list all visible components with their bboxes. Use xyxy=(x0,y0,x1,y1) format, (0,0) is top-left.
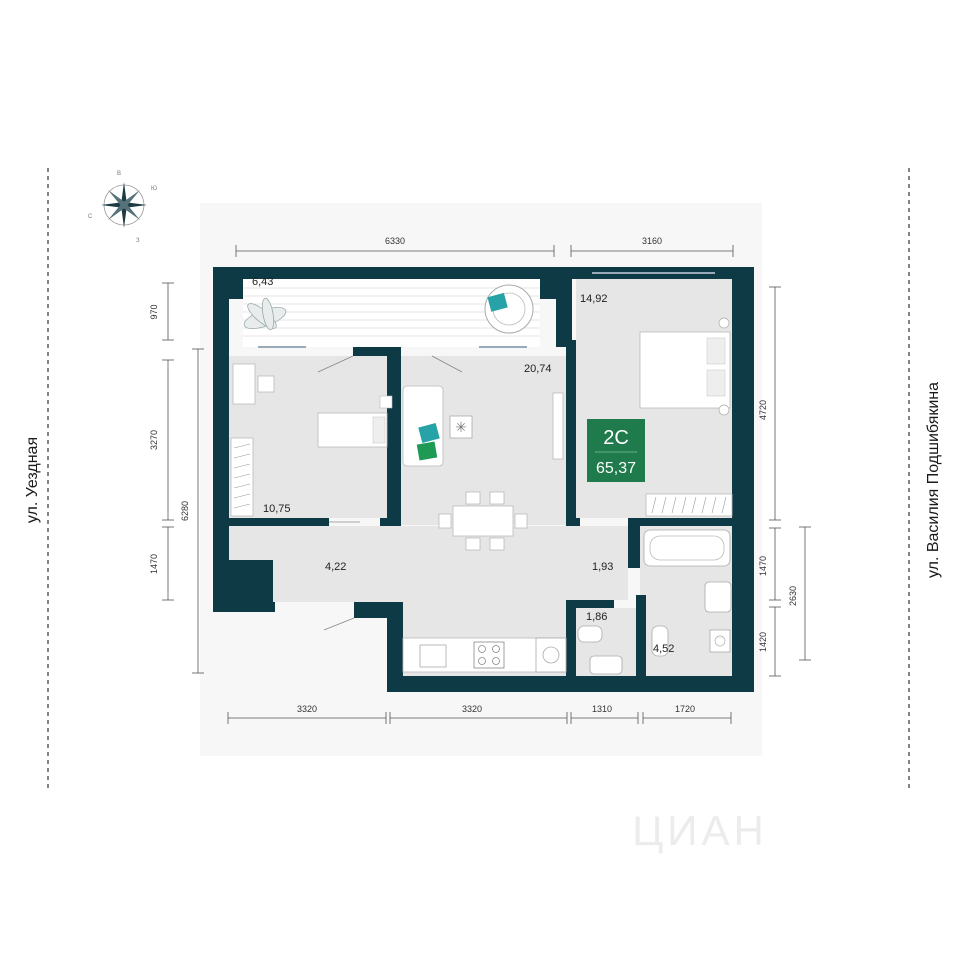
street-label-right: ул. Василия Подшибякина xyxy=(925,382,942,578)
dim-bottom-3: 1310 xyxy=(592,704,612,714)
dim-left-balcony: 970 xyxy=(149,304,159,319)
kitchen-counter xyxy=(402,637,567,673)
apartment-type: 2С xyxy=(603,427,629,449)
door-swings xyxy=(317,355,463,631)
compass-label-n: В xyxy=(117,171,121,177)
sofa-icon xyxy=(402,385,444,467)
bathtub-icon xyxy=(643,529,731,567)
stove-icon xyxy=(473,641,505,669)
dim-top-right: 3160 xyxy=(642,236,662,246)
wardrobe-icon-bedroom xyxy=(645,493,733,517)
walls xyxy=(213,267,754,692)
dim-left-total: 6280 xyxy=(180,501,190,521)
svg-text:✳: ✳ xyxy=(455,419,467,435)
plant-icon xyxy=(243,297,287,331)
compass-rose: В Ю З С xyxy=(88,171,157,244)
dim-bottom-2: 3320 xyxy=(462,704,482,714)
watermark: ЦИАН xyxy=(632,807,768,854)
wc-sink-icon xyxy=(589,655,623,675)
apartment-badge: 2С 65,37 xyxy=(587,419,645,482)
area-hall: 4,22 xyxy=(325,561,346,573)
area-living: 20,74 xyxy=(524,363,552,375)
tv-icon xyxy=(552,392,564,460)
wardrobe-icon-child xyxy=(230,437,254,517)
apartment-total-area: 65,37 xyxy=(596,460,636,477)
washing-machine-icon-bath xyxy=(709,629,731,653)
dim-right-bath-lower: 1420 xyxy=(758,632,768,652)
dim-right-bath-total: 2630 xyxy=(788,586,798,606)
dim-bottom-4: 1720 xyxy=(675,704,695,714)
dim-bottom-1: 3320 xyxy=(297,704,317,714)
lamp-icon xyxy=(718,317,730,329)
street-label-left: ул. Уездная xyxy=(24,437,41,523)
area-bathroom: 4,52 xyxy=(653,643,674,655)
compass-label-s: З xyxy=(136,238,140,244)
coffee-table-icon: ✳ xyxy=(449,415,473,439)
area-corridor: 1,93 xyxy=(592,561,613,573)
dim-right-bath-upper: 1470 xyxy=(758,556,768,576)
toilet-icon-wc xyxy=(577,625,623,675)
windows xyxy=(258,272,715,348)
area-wc: 1,86 xyxy=(586,611,607,623)
dim-left-hall: 1470 xyxy=(149,554,159,574)
dim-top-left: 6330 xyxy=(385,236,405,246)
area-balcony: 6,43 xyxy=(252,276,273,288)
dim-left-room: 3270 xyxy=(149,430,159,450)
washing-machine-icon xyxy=(535,637,567,673)
dimension-lines xyxy=(162,245,811,724)
compass-label-w: С xyxy=(88,214,93,220)
toilet-icon xyxy=(651,625,669,657)
compass-label-e: Ю xyxy=(151,186,157,192)
lamp-icon xyxy=(718,404,730,416)
dining-table-icon xyxy=(438,491,528,551)
bed-icon-double xyxy=(639,317,731,416)
area-child-room: 10,75 xyxy=(263,503,291,515)
bed-icon-child xyxy=(317,395,393,448)
area-bedroom: 14,92 xyxy=(580,293,608,305)
kitchen-sink-icon xyxy=(419,644,447,668)
washbasin-icon xyxy=(704,581,732,613)
armchair-icon xyxy=(484,284,534,334)
desk-icon xyxy=(232,363,275,405)
dim-right-bedroom: 4720 xyxy=(758,400,768,420)
balcony xyxy=(243,279,540,347)
